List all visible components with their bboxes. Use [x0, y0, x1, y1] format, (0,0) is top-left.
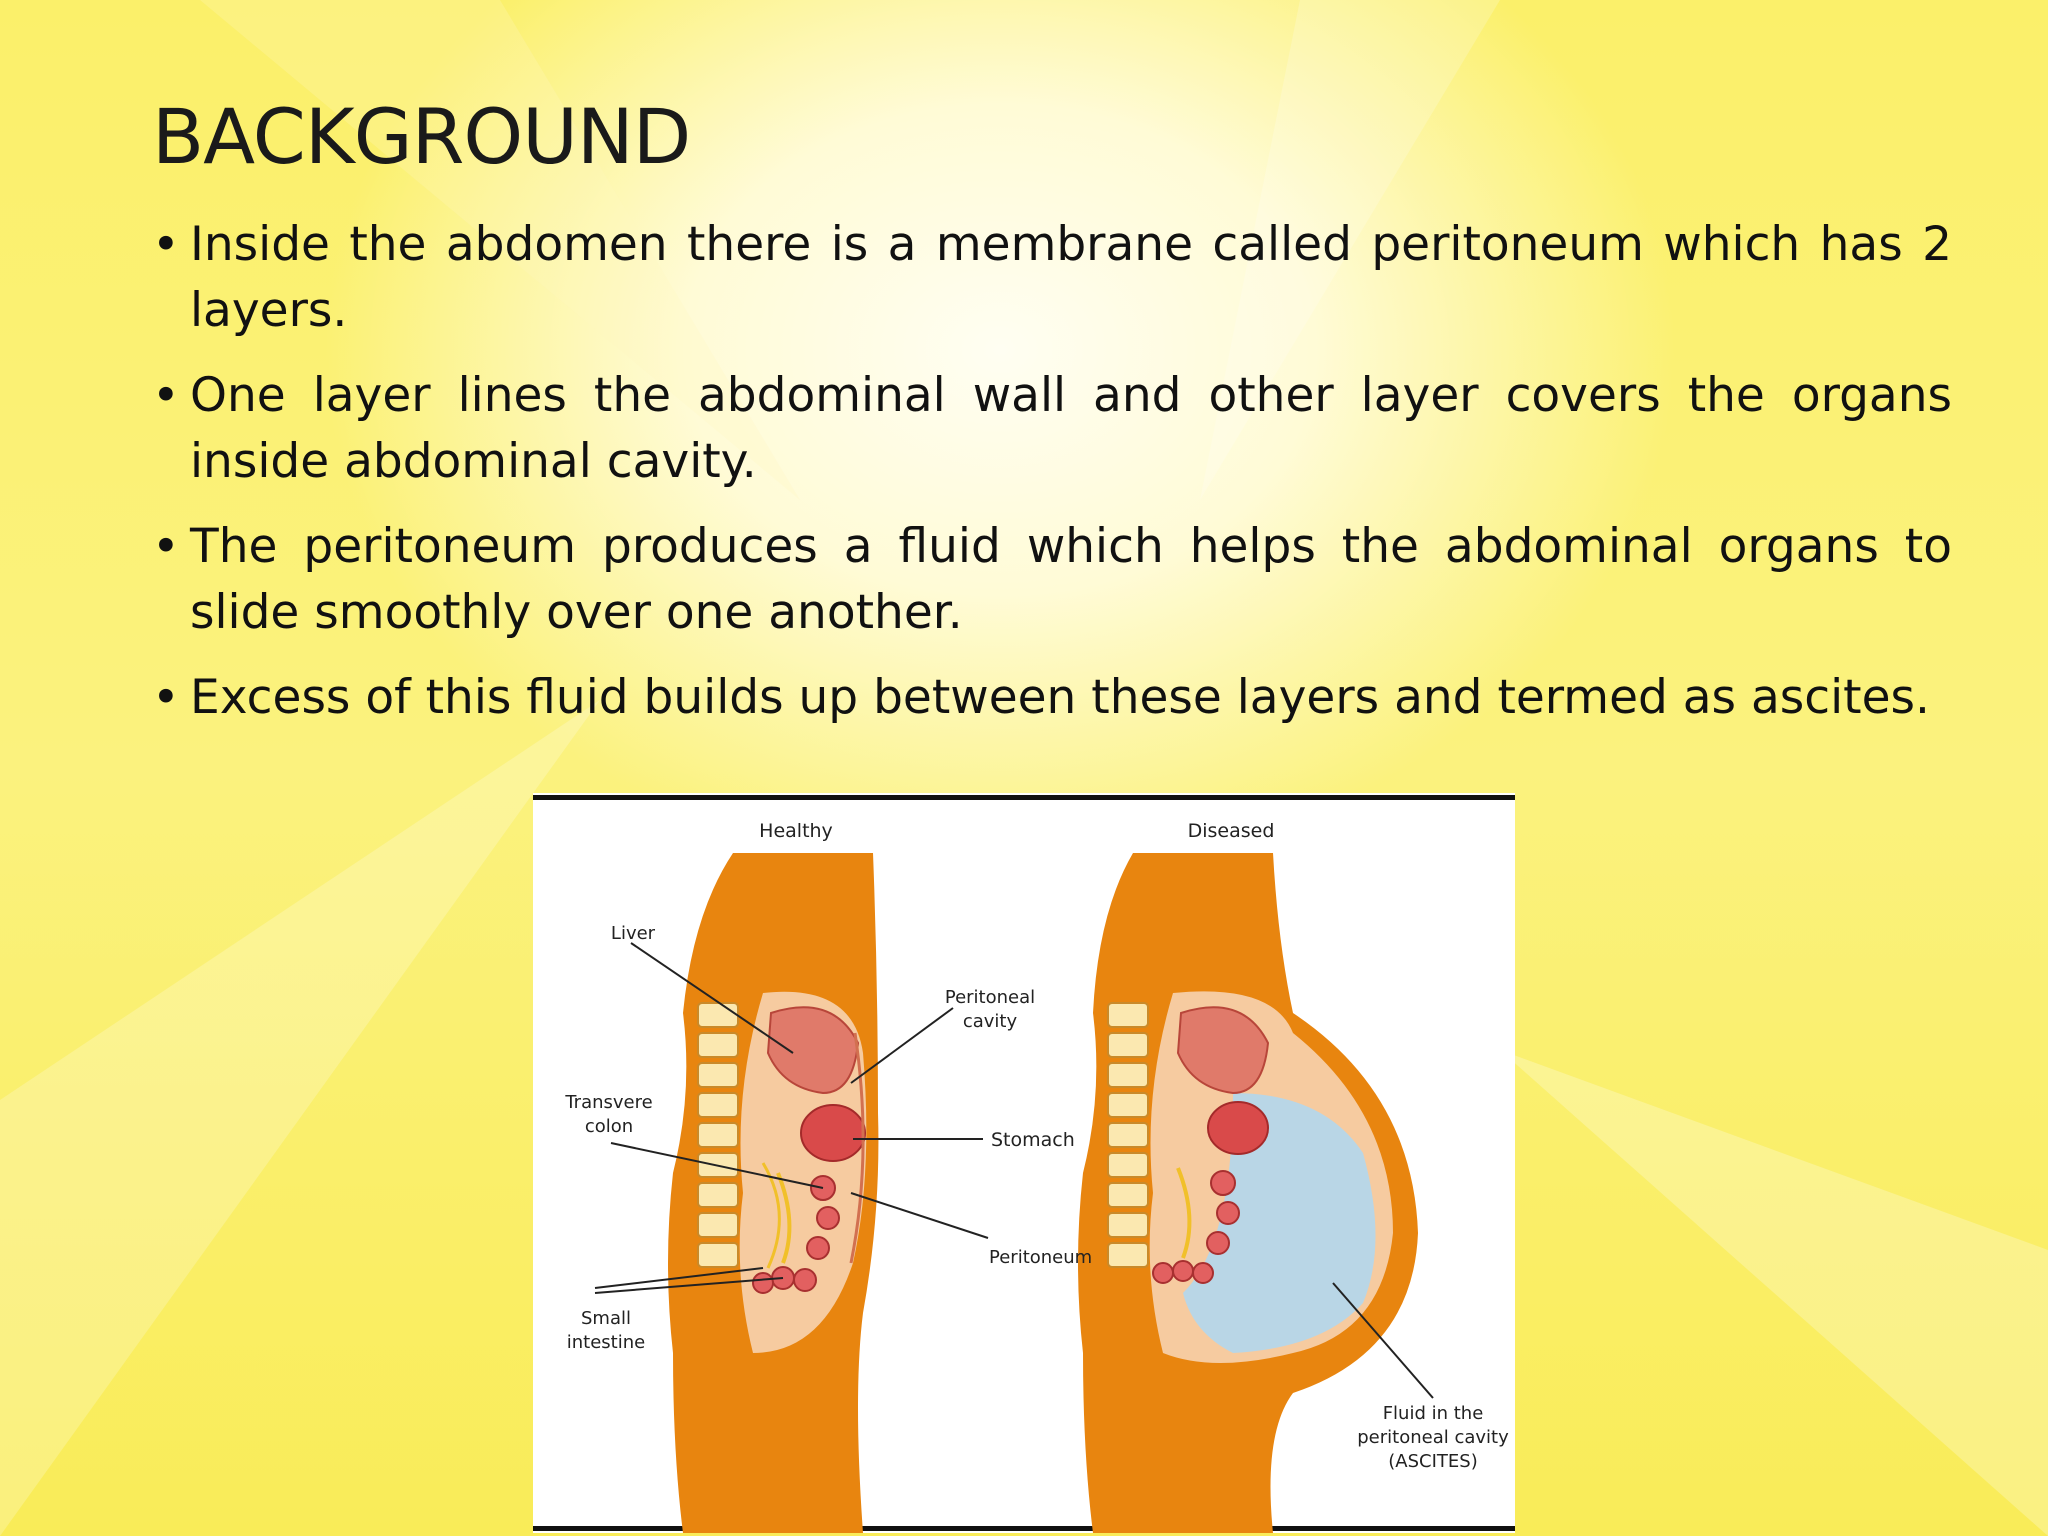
diseased-label: Diseased	[1188, 820, 1275, 842]
label-fluid-line1: Fluid in the	[1383, 1403, 1484, 1424]
label-transverse-colon-line2: colon	[585, 1116, 633, 1137]
bullet-item: One layer lines the abdominal wall and o…	[152, 363, 1952, 495]
stomach-healthy	[800, 1104, 866, 1162]
label-small-intestine-line2: intestine	[567, 1332, 645, 1353]
ascites-illustration: Healthy Diseased Liver Peritoneal cavity…	[533, 793, 1515, 1533]
stomach-diseased	[1207, 1101, 1269, 1155]
ascites-fluid	[1183, 1093, 1376, 1353]
bullet-list: Inside the abdomen there is a membrane c…	[152, 212, 1952, 750]
label-peritoneal-cavity-line2: cavity	[963, 1011, 1018, 1032]
label-fluid-line2: peritoneal cavity	[1357, 1427, 1509, 1448]
label-stomach: Stomach	[991, 1129, 1075, 1151]
intestines-healthy	[752, 1175, 840, 1294]
bullet-item: Inside the abdomen there is a membrane c…	[152, 212, 1952, 344]
healthy-label: Healthy	[759, 820, 833, 842]
figure-bottom-rule	[533, 1526, 1515, 1531]
figure-top-rule	[533, 795, 1515, 800]
label-fluid-line3: (ASCITES)	[1388, 1451, 1477, 1472]
bullet-item: Excess of this fluid builds up between t…	[152, 665, 1952, 731]
leader-lines	[594, 942, 1434, 1399]
slide-title: BACKGROUND	[152, 92, 691, 181]
spine-healthy	[697, 1002, 739, 1268]
label-transverse-colon-line1: Transvere	[564, 1092, 652, 1113]
liver-healthy	[766, 1006, 860, 1095]
bullet-item: The peritoneum produces a fluid which he…	[152, 514, 1952, 646]
liver-diseased	[1176, 1006, 1270, 1095]
anatomy-diagram: Healthy Diseased Liver Peritoneal cavity…	[533, 795, 1515, 1533]
diseased-body	[1078, 853, 1418, 1533]
label-small-intestine-line1: Small	[581, 1308, 631, 1329]
healthy-body	[668, 853, 879, 1533]
label-peritoneal-cavity-line1: Peritoneal	[945, 987, 1035, 1008]
label-peritoneum: Peritoneum	[989, 1247, 1092, 1268]
label-liver: Liver	[611, 923, 656, 944]
intestines-diseased	[1152, 1170, 1240, 1284]
spine-diseased	[1107, 1002, 1149, 1268]
